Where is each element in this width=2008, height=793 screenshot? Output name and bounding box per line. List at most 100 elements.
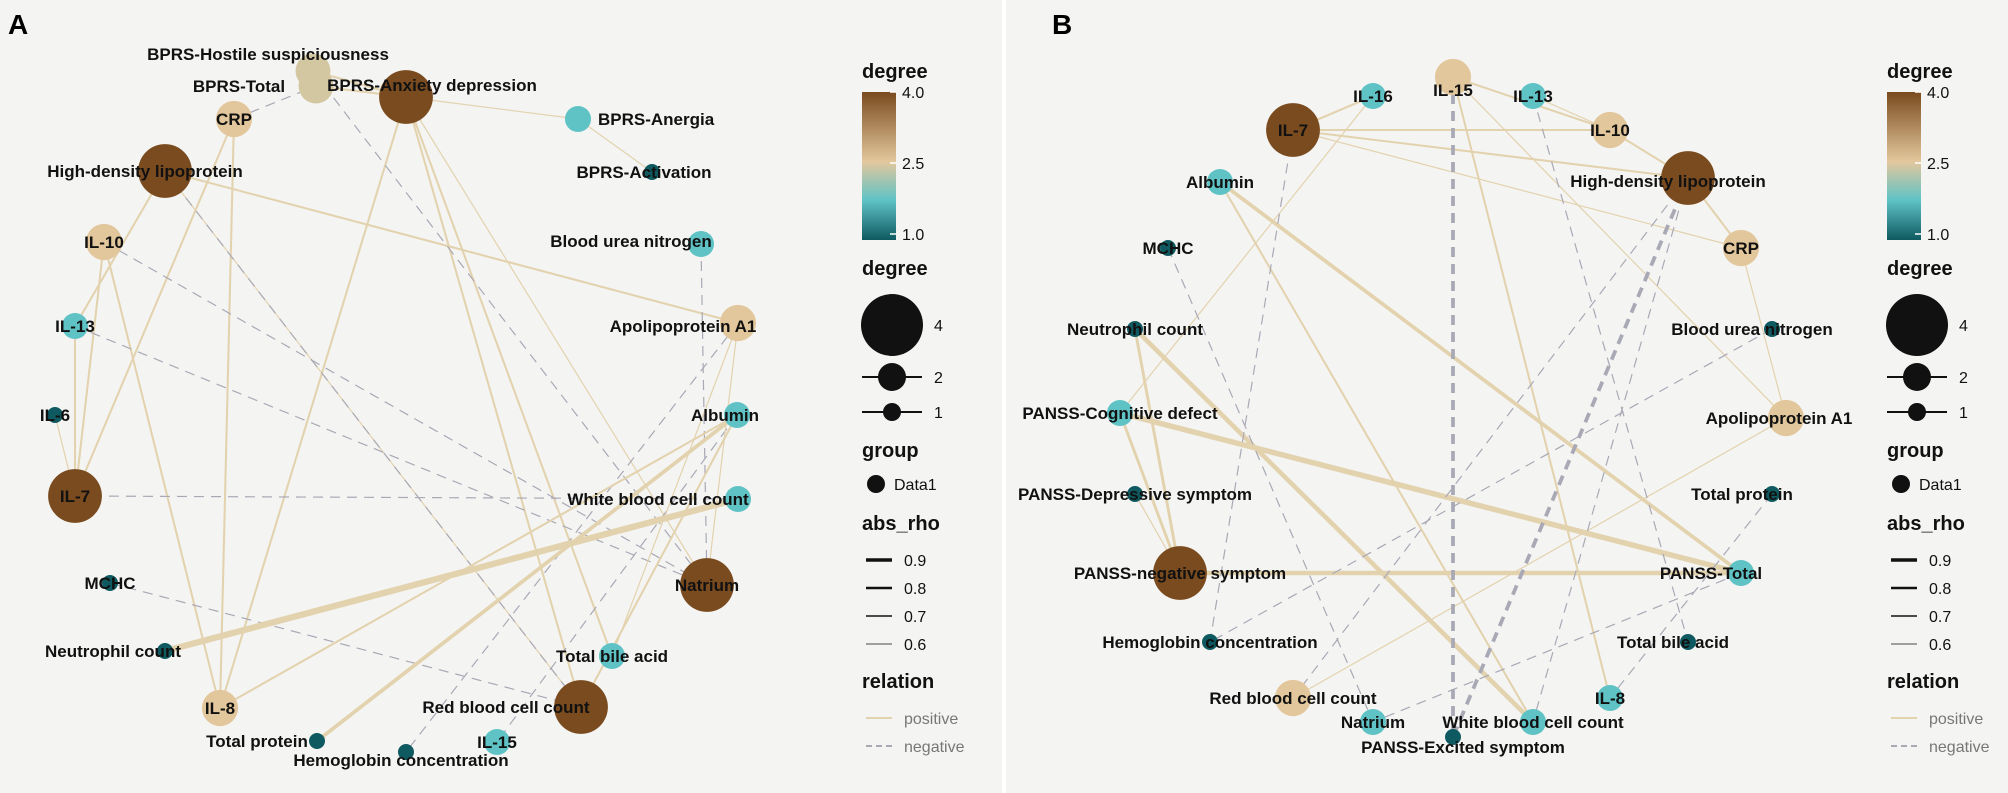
edge-albumin-panss_total (1218, 180, 1743, 575)
legend-rho-label: 0.6 (904, 637, 926, 654)
node-apoa1 (719, 304, 757, 342)
node-label-il15: IL-15 (1433, 81, 1473, 100)
legend-size-label: 4 (1959, 318, 1968, 335)
legend-degree-tick: 4.0 (902, 85, 924, 102)
node-depressive (1127, 486, 1143, 502)
legend-size-dot (1886, 294, 1948, 356)
node-rbc (1274, 679, 1312, 717)
legend-degree-tick: 1.0 (902, 227, 924, 244)
legend-rho-label: 0.8 (1929, 581, 1951, 598)
legend-size-label: 1 (1959, 405, 1968, 422)
edge-il7-hdl (1292, 128, 1689, 180)
edge-il15-apoa1 (1452, 76, 1787, 419)
legend-rho-label: 0.6 (1929, 637, 1951, 654)
edge-anxiety-il8 (219, 96, 407, 709)
node-tp (1764, 486, 1780, 502)
node-negative (1153, 546, 1207, 600)
node-label-il13: IL-13 (1513, 87, 1553, 106)
edge-tba-apoa1 (611, 322, 739, 657)
panel-a-background (0, 0, 1002, 793)
node-il15 (483, 728, 511, 756)
node-label-hgb: Hemoglobin concentration (293, 751, 508, 770)
edge-anxiety-tba (405, 96, 613, 657)
legend-degree-color-title: degree (1887, 61, 1953, 83)
node-label-hgb: Hemoglobin concentration (1102, 633, 1317, 652)
node-label-cognitive: PANSS-Cognitive defect (1022, 404, 1218, 423)
edge-tp-il8 (1609, 493, 1773, 699)
edge-il13-tba (1532, 95, 1689, 643)
node-il16 (1359, 82, 1387, 110)
legend-size-label: 4 (934, 318, 943, 335)
panel-a-legend: degree4.02.51.0degree421groupData1abs_rh… (861, 61, 965, 756)
node-total (298, 68, 334, 104)
panel-b-letter: B (1052, 9, 1072, 40)
node-label-il10: IL-10 (1590, 121, 1630, 140)
node-label-il16: IL-16 (1353, 87, 1393, 106)
edge-bun-hgb (1209, 328, 1773, 643)
edge-tp-albumin (315, 413, 739, 743)
node-il13 (1519, 82, 1547, 110)
node-label-tba: Total bile acid (556, 647, 668, 666)
node-albumin (1206, 168, 1234, 196)
panel-a-edges (54, 70, 739, 753)
node-label-il10: IL-10 (84, 233, 124, 252)
legend-group-dot (1892, 475, 1910, 493)
node-hgb (398, 744, 414, 760)
node-tba (1680, 634, 1696, 650)
node-label-albumin: Albumin (691, 406, 759, 425)
node-hgb (1202, 634, 1218, 650)
legend-rho-label: 0.9 (904, 553, 926, 570)
node-label-bun: Blood urea nitrogen (550, 232, 712, 251)
node-label-il13: IL-13 (55, 317, 95, 336)
legend-rho-label: 0.9 (1929, 553, 1951, 570)
edge-natrium-apoa1 (706, 322, 739, 586)
node-label-bun: Blood urea nitrogen (1671, 320, 1833, 339)
node-label-il8: IL-8 (1595, 689, 1625, 708)
node-label-negative: PANSS-negative symptom (1074, 564, 1286, 583)
node-label-hostile: BPRS-Hostile suspiciousness (147, 45, 389, 64)
node-label-panss_total: PANSS-Total (1660, 564, 1762, 583)
node-il13 (61, 312, 89, 340)
legend-degree-tick: 2.5 (1927, 156, 1949, 173)
edge-crp-apoa1 (1740, 247, 1787, 419)
node-label-natrium: Natrium (1341, 713, 1405, 732)
legend-group-label: Data1 (1919, 477, 1962, 494)
node-label-wbc: White blood cell count (1442, 713, 1624, 732)
node-anxiety (379, 70, 433, 124)
node-label-tp: Total protein (1691, 485, 1793, 504)
legend-degree-size-title: degree (1887, 258, 1953, 280)
node-il8 (1596, 684, 1624, 712)
edge-il10-il8 (103, 241, 221, 709)
edge-il7-hgb (1209, 129, 1294, 643)
edge-cognitive-panss_total (1119, 410, 1742, 576)
node-wbc (724, 485, 752, 513)
node-label-apoa1: Apolipoprotein A1 (610, 317, 757, 336)
node-bun (687, 230, 715, 258)
edge-anxiety-rbc (405, 96, 582, 708)
legend-degree-size-title: degree (862, 258, 928, 280)
node-label-neut: Neutrophil count (1067, 320, 1203, 339)
edge-il16-cognitive (1119, 95, 1374, 414)
node-label-il8: IL-8 (205, 699, 235, 718)
legend-group-dot (867, 475, 885, 493)
legend-size-dot (1908, 403, 1926, 421)
legend-size-dot (883, 403, 901, 421)
legend-rho-label: 0.7 (1929, 609, 1951, 626)
edge-anergia-activation (577, 118, 653, 173)
node-neut (157, 643, 173, 659)
edge-neut-wbc (164, 495, 739, 655)
edge-crp-il8 (218, 118, 236, 709)
legend-group-title: group (862, 440, 919, 462)
legend-relation-title: relation (1887, 671, 1959, 693)
node-crp (1722, 229, 1760, 267)
legend-relation-label: negative (904, 739, 965, 756)
edge-panss_total-natrium (1372, 572, 1742, 723)
node-label-total: BPRS-Total (193, 77, 285, 96)
edge-hostile-natrium (312, 70, 708, 586)
node-hdl (1661, 151, 1715, 205)
